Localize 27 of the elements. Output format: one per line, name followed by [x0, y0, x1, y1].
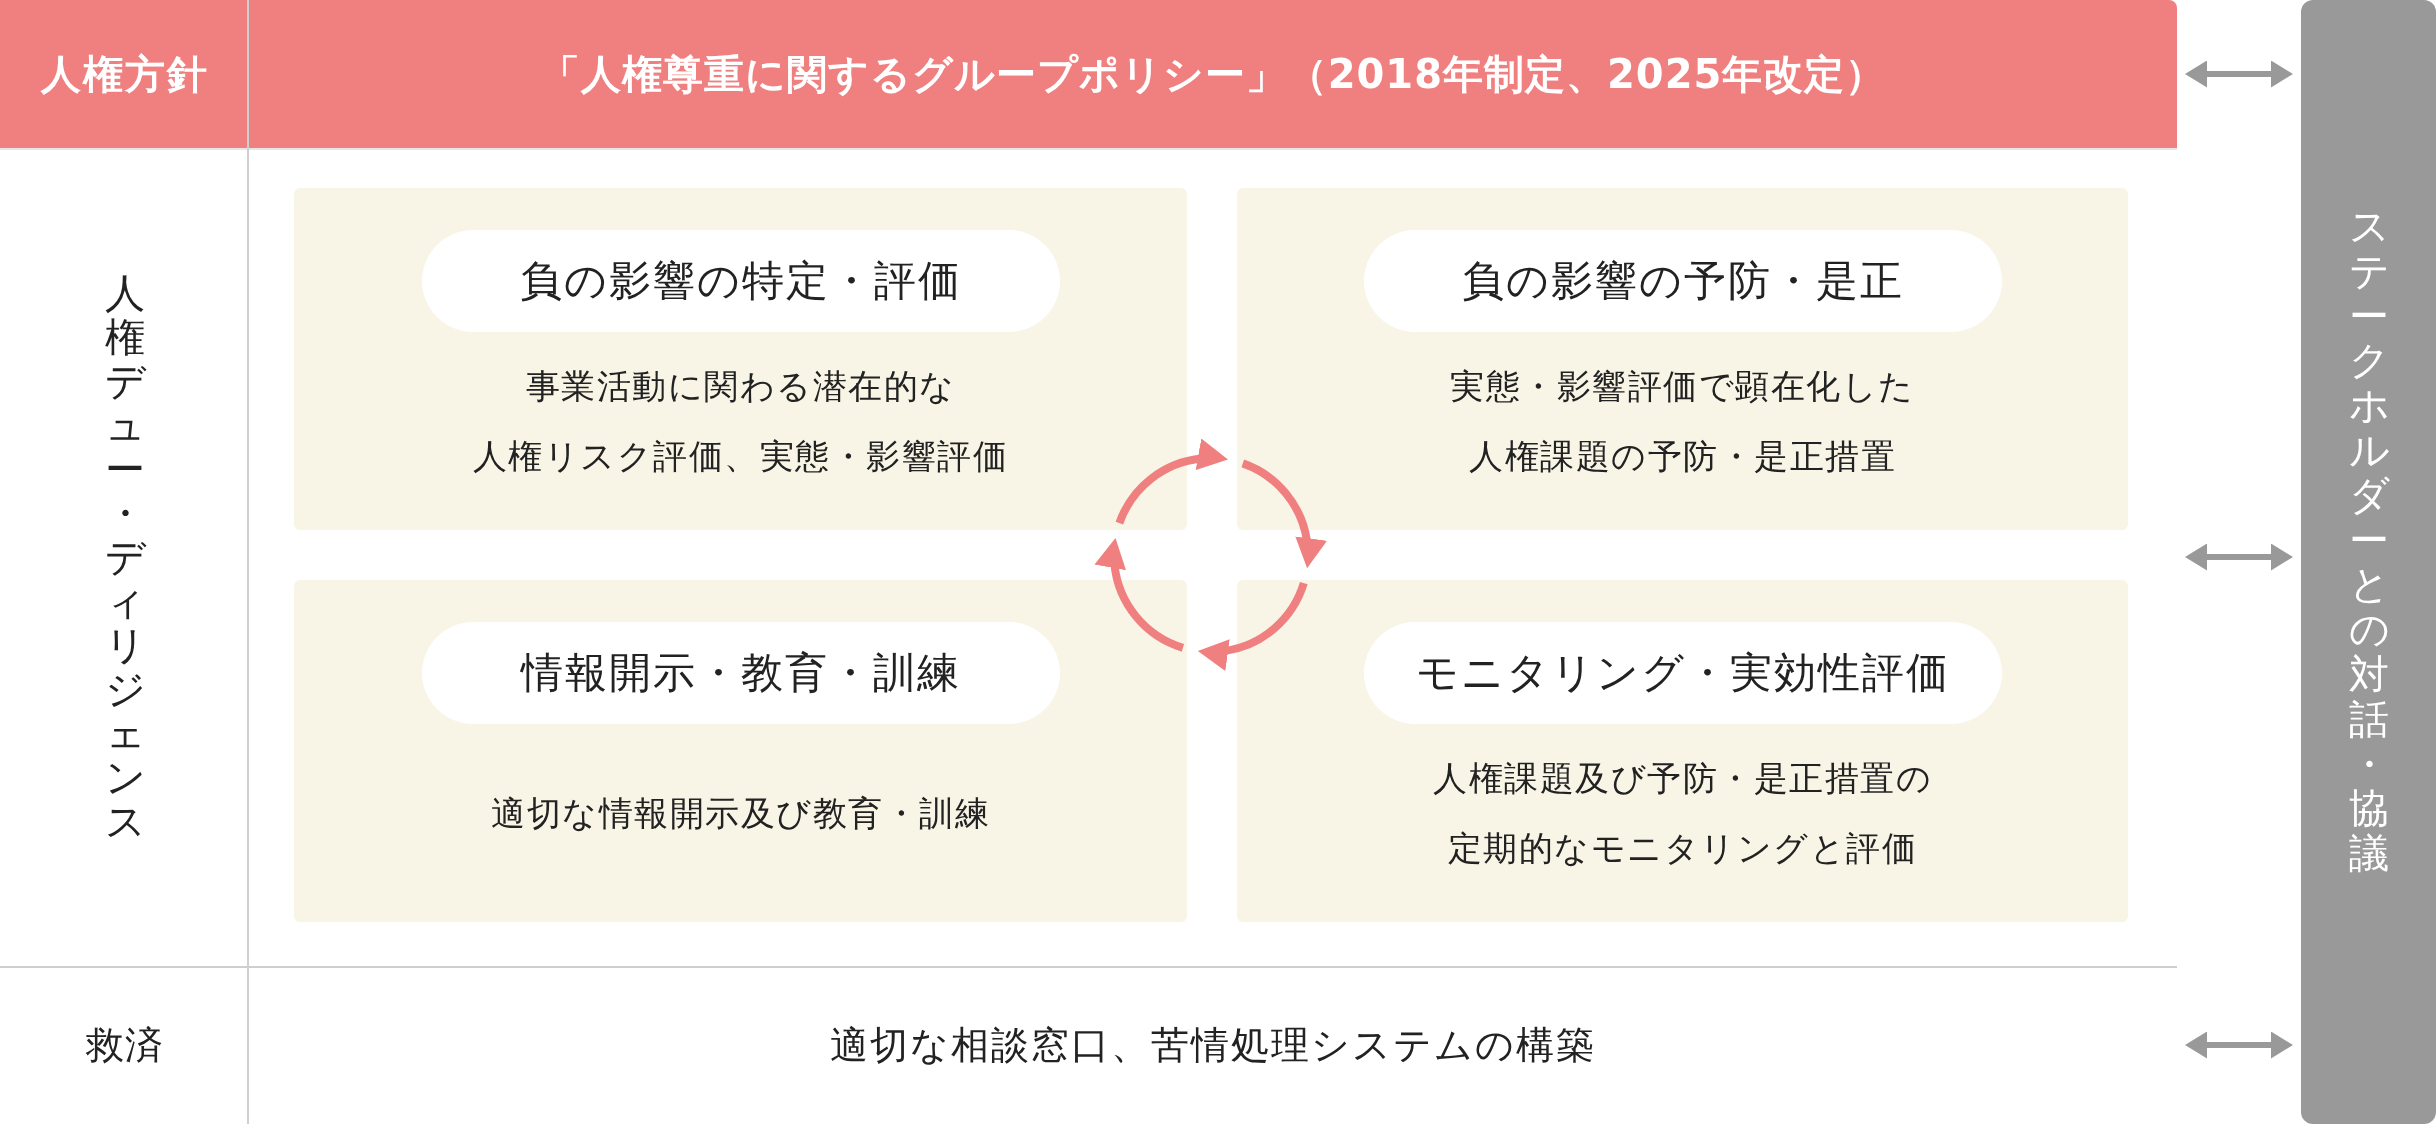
step-card [294, 580, 1187, 922]
step-description: 事業活動に関わる潜在的な人権リスク評価、実態・影響評価 [471, 365, 1010, 478]
step-card [1237, 188, 2128, 530]
section-label: 人権方針 [40, 49, 209, 99]
stakeholder-label: ステークホルダーとの対話・協議 [2348, 204, 2389, 876]
step-description: 適切な情報開示及び教育・訓練 [491, 792, 990, 835]
cycle-arrow [1197, 581, 1308, 670]
cycle-arrow [1096, 537, 1185, 652]
step-title: モニタリング・実効性評価 [1416, 647, 1950, 699]
step-description: 実態・影響評価で顕在化した人権課題の予防・是正措置 [1449, 365, 1916, 478]
section-label: 人権デュー・ディリジェンス [104, 271, 145, 843]
stakeholder-bar [2301, 0, 2436, 1124]
step-description: 人権課題及び予防・是正措置の定期的なモニタリングと評価 [1432, 757, 1933, 870]
step-card [294, 188, 1187, 530]
step-title: 情報開示・教育・訓練 [521, 647, 961, 699]
policy-title: 「人権尊重に関するグループポリシー」（2018年制定、2025年改定） [539, 49, 1887, 99]
remedy-description: 適切な相談窓口、苦情処理システムの構築 [830, 1021, 1596, 1069]
double-arrow [2185, 1031, 2293, 1059]
step-card [1237, 580, 2128, 922]
cycle-arrow [1115, 440, 1229, 525]
section-label: 救済 [85, 1021, 164, 1069]
double-arrow [2185, 543, 2293, 571]
step-title: 負の影響の特定・評価 [520, 255, 962, 307]
double-arrow [2185, 60, 2293, 88]
step-title: 負の影響の予防・是正 [1462, 255, 1904, 307]
policy-band [0, 0, 2177, 148]
cycle-arrow [1241, 459, 1326, 569]
